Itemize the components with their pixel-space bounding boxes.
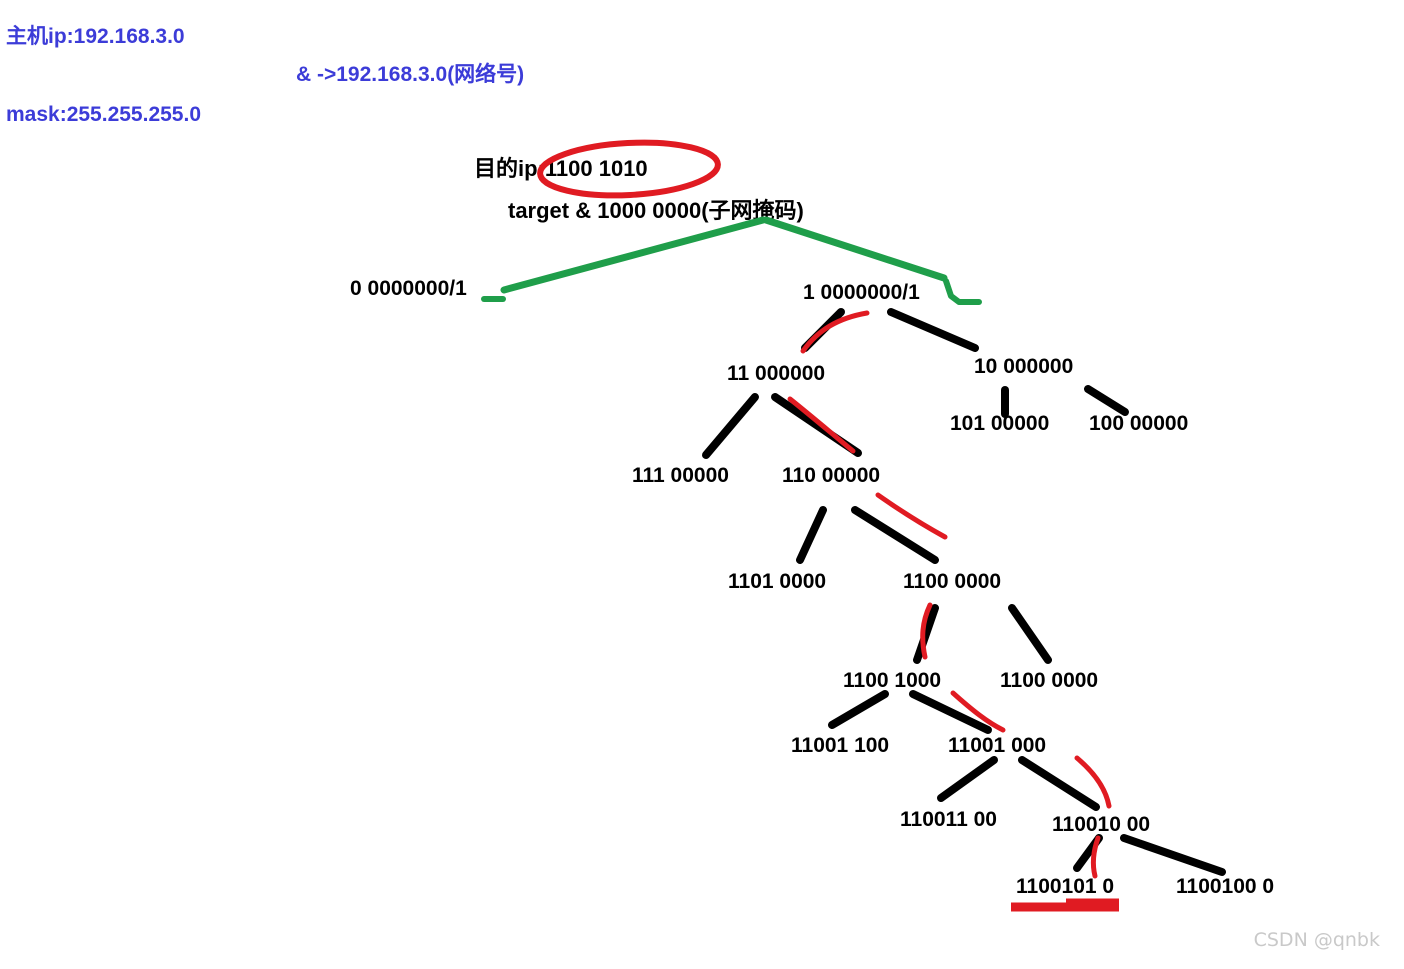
tree-node-0-0000000: 0 0000000/1	[350, 277, 467, 300]
edge-11001-000-to-110010-00	[1018, 756, 1100, 811]
edge-110-00000-to-1101-0000	[796, 506, 827, 564]
path-stroke-1	[800, 310, 870, 354]
right-node-green-hook	[943, 278, 982, 305]
tree-node-110-00000: 110 00000	[782, 464, 881, 487]
tree-node-1-0000000: 1 0000000/1	[803, 281, 920, 304]
tree-node-1100100-0: 1100100 0	[1176, 875, 1275, 898]
tree-node-111-00000: 111 00000	[632, 464, 729, 487]
csdn-watermark: CSDN @qnbk	[1253, 929, 1380, 951]
tree-node-1101-0000: 1101 0000	[728, 570, 827, 593]
tree-node-11001-100: 11001 100	[791, 734, 890, 757]
mask-label: mask:255.255.255.0	[6, 103, 201, 126]
tree-node-101-00000: 101 00000	[950, 412, 1050, 435]
tree-node-1100-1000: 1100 1000	[843, 669, 942, 692]
edge-10-000000-to-100-00000	[1084, 385, 1129, 416]
path-stroke-4	[920, 602, 933, 660]
edge-n1r-to-10-000000	[887, 308, 979, 352]
root-edge-right-green	[762, 216, 948, 282]
path-stroke-2	[787, 396, 856, 454]
path-stroke-6	[1074, 755, 1112, 809]
path-stroke-3	[875, 492, 948, 540]
tree-node-110010-00: 110010 00	[1052, 813, 1151, 836]
root-edge-left-green	[500, 216, 767, 294]
tree-node-1100-0000-a: 1100 0000	[903, 570, 1002, 593]
edge-11-000000-to-110-00000	[771, 393, 862, 457]
edge-n1r-to-11-000000	[801, 308, 845, 352]
edge-11001-000-to-110011-00	[937, 756, 998, 802]
tree-node-11001-000: 11001 000	[948, 734, 1047, 757]
tree-node-1100101-0: 1100101 0	[1016, 875, 1115, 898]
edge-11-000000-to-111-00000	[702, 393, 759, 459]
edge-110010-00-to-1100100-0	[1120, 834, 1226, 876]
edge-1100-0000-to-1100-1000	[913, 604, 939, 664]
and-result-label: & ->192.168.3.0(网络号)	[296, 63, 525, 86]
tree-node-11-000000: 11 000000	[727, 362, 826, 385]
path-stroke-5	[950, 690, 1006, 733]
path-stroke-7	[1090, 835, 1101, 879]
tree-node-1100-0000-b: 1100 0000	[1000, 669, 1099, 692]
edge-110-00000-to-1100-0000	[851, 506, 939, 564]
tree-node-100-00000: 100 00000	[1089, 412, 1189, 435]
tree-node-10-000000: 10 000000	[974, 355, 1074, 378]
edge-1100-1000-to-11001-000	[909, 690, 992, 734]
edge-110010-00-to-1100101-0	[1073, 834, 1103, 872]
target-ip-label: 目的ip:1100 1010	[474, 156, 648, 181]
host-ip-label: 主机ip:192.168.3.0	[6, 25, 185, 48]
mask-operation-label: target & 1000 0000(子网掩码)	[508, 198, 804, 223]
edge-1100-1000-to-11001-100	[828, 690, 889, 729]
tree-node-110011-00: 110011 00	[900, 808, 997, 831]
edge-1100-0000-to-1100-0000b	[1008, 604, 1052, 664]
